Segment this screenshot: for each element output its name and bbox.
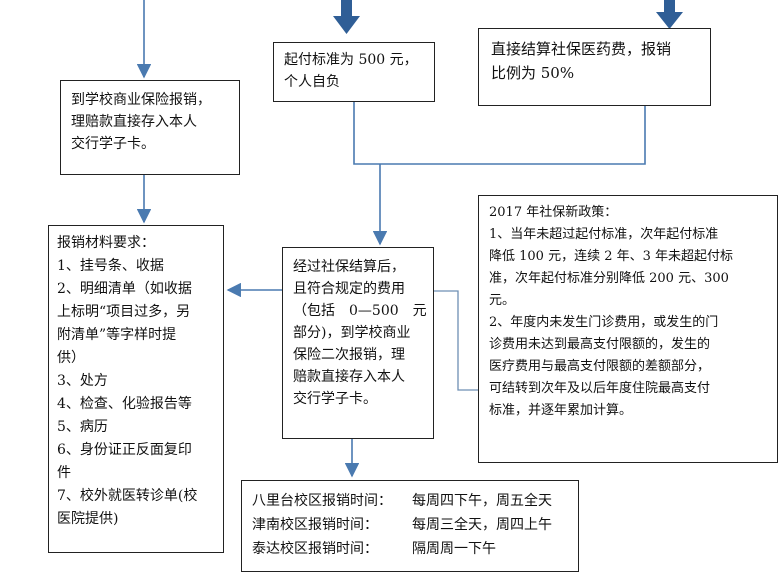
policy-line: 可结转到次年及以后年度住院最高支付: [489, 381, 711, 396]
campus-time: 每周四下午，周五全天: [412, 493, 552, 509]
materials-item: 4、检查、化验报告等: [57, 396, 192, 412]
campus-time: 每周三全天，周四上午: [412, 517, 552, 533]
policy-line: 2、年度内未发生门诊费用，或发生的门: [489, 315, 719, 330]
materials-item: 医院提供): [57, 511, 119, 527]
policy-line: 1、当年未超过起付标准，次年起付标准: [489, 227, 719, 242]
campus-label: 泰达校区报销时间：: [252, 541, 378, 557]
policy-line: 诊费用未达到最高支付限额的，发生的: [489, 337, 711, 352]
materials-heading: 报销材料要求：: [57, 235, 155, 251]
materials-item: 5、病历: [57, 419, 108, 435]
materials-item: 附清单”等字样时提: [57, 327, 177, 343]
campus-label: 津南校区报销时间：: [252, 517, 378, 533]
materials-item: 2、明细清单（如收据: [57, 281, 192, 297]
threshold-line: 起付标准为 500 元，: [284, 52, 418, 68]
second-claim-line: 部分)，到学校商业: [293, 325, 411, 341]
policy-box: 2017 年社保新政策： 1、当年未超过起付标准，次年起付标准 降低 100 元…: [478, 195, 778, 463]
policy-line: 准，次年起付标准分别降低 200 元、300: [489, 271, 729, 286]
materials-item: 上标明“项目过多，另: [57, 304, 191, 320]
materials-item: 供）: [57, 350, 85, 366]
materials-item: 1、挂号条、收据: [57, 258, 164, 274]
direct-settlement-line: 直接结算社保医药费，报销: [491, 40, 672, 58]
connector-policy-bracket: [434, 290, 478, 391]
school-insurance-box: 到学校商业保险报销， 理赔款直接存入本人 交行学子卡。: [60, 80, 240, 175]
threshold-line: 个人自负: [284, 74, 340, 90]
campus-time: 隔周周一下午: [412, 541, 496, 557]
times-row-balitai: 八里台校区报销时间： 每周四下午，周五全天: [252, 489, 568, 513]
second-claim-line: 交行学子卡。: [293, 391, 377, 407]
policy-line: 元。: [489, 293, 516, 308]
second-claim-line: 赔款直接存入本人: [293, 369, 405, 385]
materials-item: 7、校外就医转诊单(校: [57, 488, 198, 504]
materials-item: 3、处方: [57, 373, 108, 389]
block-arrow-direct: [656, 0, 683, 29]
times-row-taida: 泰达校区报销时间： 隔周周一下午: [252, 537, 568, 561]
second-claim-line: 且符合规定的费用: [293, 281, 405, 297]
policy-heading: 2017 年社保新政策：: [489, 205, 618, 220]
campus-label: 八里台校区报销时间：: [252, 493, 392, 509]
connector-threshold-merge: [353, 102, 380, 165]
policy-line: 标准，并逐年累加计算。: [489, 403, 633, 418]
times-row-jinnan: 津南校区报销时间： 每周三全天，周四上午: [252, 513, 568, 537]
connector-direct-merge: [380, 106, 646, 165]
block-arrow-threshold: [333, 0, 360, 34]
second-claim-line: 保险二次报销，理: [293, 347, 405, 363]
school-insurance-line: 理赔款直接存入本人: [71, 114, 197, 130]
second-claim-line: 经过社保结算后，: [293, 259, 405, 275]
reimbursement-times-box: 八里台校区报销时间： 每周四下午，周五全天 津南校区报销时间： 每周三全天，周四…: [241, 480, 579, 572]
materials-item: 6、身份证正反面复印: [57, 442, 192, 458]
direct-settlement-line: 比例为 50%: [491, 64, 575, 82]
policy-line: 医疗费用与最高支付限额的差额部分，: [489, 359, 711, 374]
second-claim-line: （包括 0—500 元: [293, 303, 427, 319]
direct-settlement-box: 直接结算社保医药费，报销 比例为 50%: [478, 28, 711, 106]
school-insurance-line: 交行学子卡。: [71, 136, 155, 152]
policy-line: 降低 100 元，连续 2 年、3 年未超起付标: [489, 249, 734, 264]
second-claim-box: 经过社保结算后， 且符合规定的费用 （包括 0—500 元 部分)，到学校商业 …: [282, 247, 434, 439]
materials-item: 件: [57, 465, 71, 481]
materials-requirements-box: 报销材料要求： 1、挂号条、收据 2、明细清单（如收据 上标明“项目过多，另 附…: [48, 225, 224, 553]
school-insurance-line: 到学校商业保险报销，: [71, 92, 211, 108]
threshold-box: 起付标准为 500 元， 个人自负: [273, 42, 435, 102]
